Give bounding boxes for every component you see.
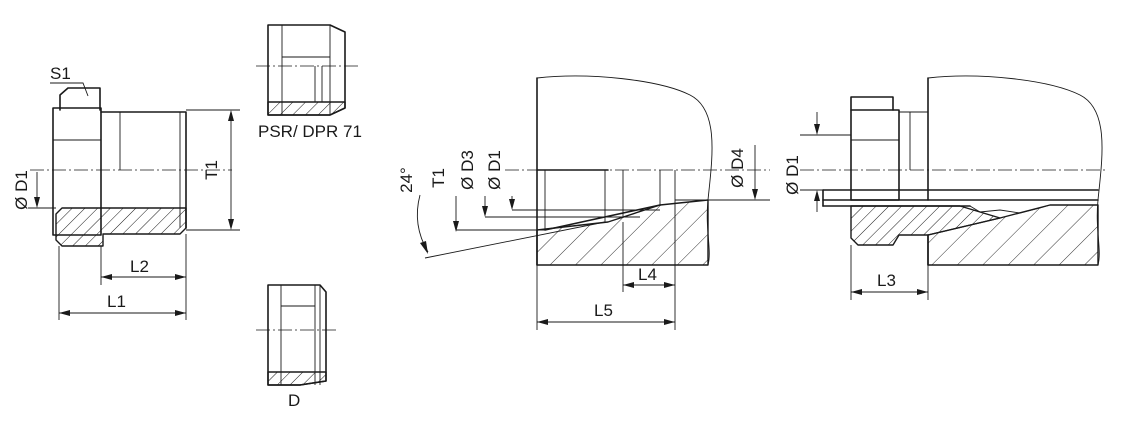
label-angle-24: 24° xyxy=(397,167,416,193)
label-d4: Ø D4 xyxy=(728,148,747,188)
psr-dpr-ring-view xyxy=(256,24,358,116)
d-ring-section-hatch xyxy=(267,371,327,386)
label-d1-right: Ø D1 xyxy=(783,155,802,195)
assembly-nut-hatch xyxy=(850,205,1001,246)
label-psr-dpr: PSR/ DPR 71 xyxy=(258,122,362,141)
plug-section-hatch xyxy=(55,207,187,247)
label-t1-mid: T1 xyxy=(429,168,448,188)
port-section-view xyxy=(416,75,770,330)
label-d1-mid: Ø D1 xyxy=(485,150,504,190)
label-t1-left: T1 xyxy=(202,160,221,180)
d-variant-ring-view xyxy=(256,284,338,386)
label-d1-left: Ø D1 xyxy=(12,170,31,210)
label-l2: L2 xyxy=(130,257,149,276)
label-d3: Ø D3 xyxy=(458,150,477,190)
assembly-section-view xyxy=(800,75,1108,300)
plug-side-view xyxy=(28,82,240,320)
label-l1: L1 xyxy=(107,292,126,311)
label-l3: L3 xyxy=(877,271,896,290)
label-l5: L5 xyxy=(594,301,613,320)
label-d: D xyxy=(288,391,300,410)
ring-section-hatch xyxy=(267,101,346,116)
label-l4: L4 xyxy=(638,265,657,284)
label-s1: S1 xyxy=(50,64,71,83)
